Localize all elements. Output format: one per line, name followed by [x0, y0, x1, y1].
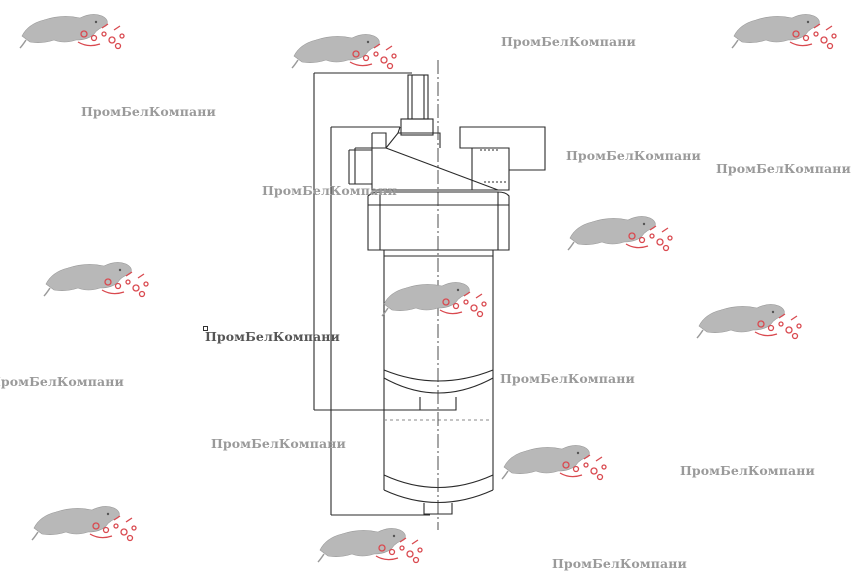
- watermark-text: ПромБелКомпани: [81, 104, 216, 119]
- top-stem: [400, 74, 434, 136]
- panther-logo-icon: [731, 13, 837, 50]
- watermark-text: ПромБелКомпани: [501, 34, 636, 49]
- panther-logo-icon: [381, 281, 487, 318]
- marker-square: [203, 326, 208, 331]
- panther-logo-icon: [19, 13, 125, 50]
- panther-logo-icon: [31, 505, 137, 542]
- watermark-text: ПромБелКомпани: [500, 371, 635, 386]
- panther-logo-icon: [43, 261, 149, 298]
- panther-logo-icon: [317, 527, 423, 564]
- watermark-text: ПромБелКомпани: [211, 436, 346, 451]
- panther-logo-icon: [567, 215, 673, 252]
- flange-ring: [367, 191, 510, 251]
- watermark-text: ПромБелКомпани: [566, 148, 701, 163]
- panther-logo-icon: [291, 33, 397, 70]
- watermark-text: ПромБелКомпани: [716, 161, 851, 176]
- dimension-lines: [313, 72, 430, 516]
- watermark-text: ПромБелКомпани: [0, 374, 124, 389]
- watermark-text: ПромБелКомпани: [205, 329, 340, 344]
- watermark-text: ПромБелКомпани: [680, 463, 815, 478]
- filter-head: [354, 126, 546, 191]
- watermark-text: ПромБелКомпани: [262, 183, 397, 198]
- panther-logo-icon: [501, 444, 607, 481]
- panther-logo-icon: [696, 303, 802, 340]
- watermark-text: ПромБелКомпани: [552, 556, 687, 571]
